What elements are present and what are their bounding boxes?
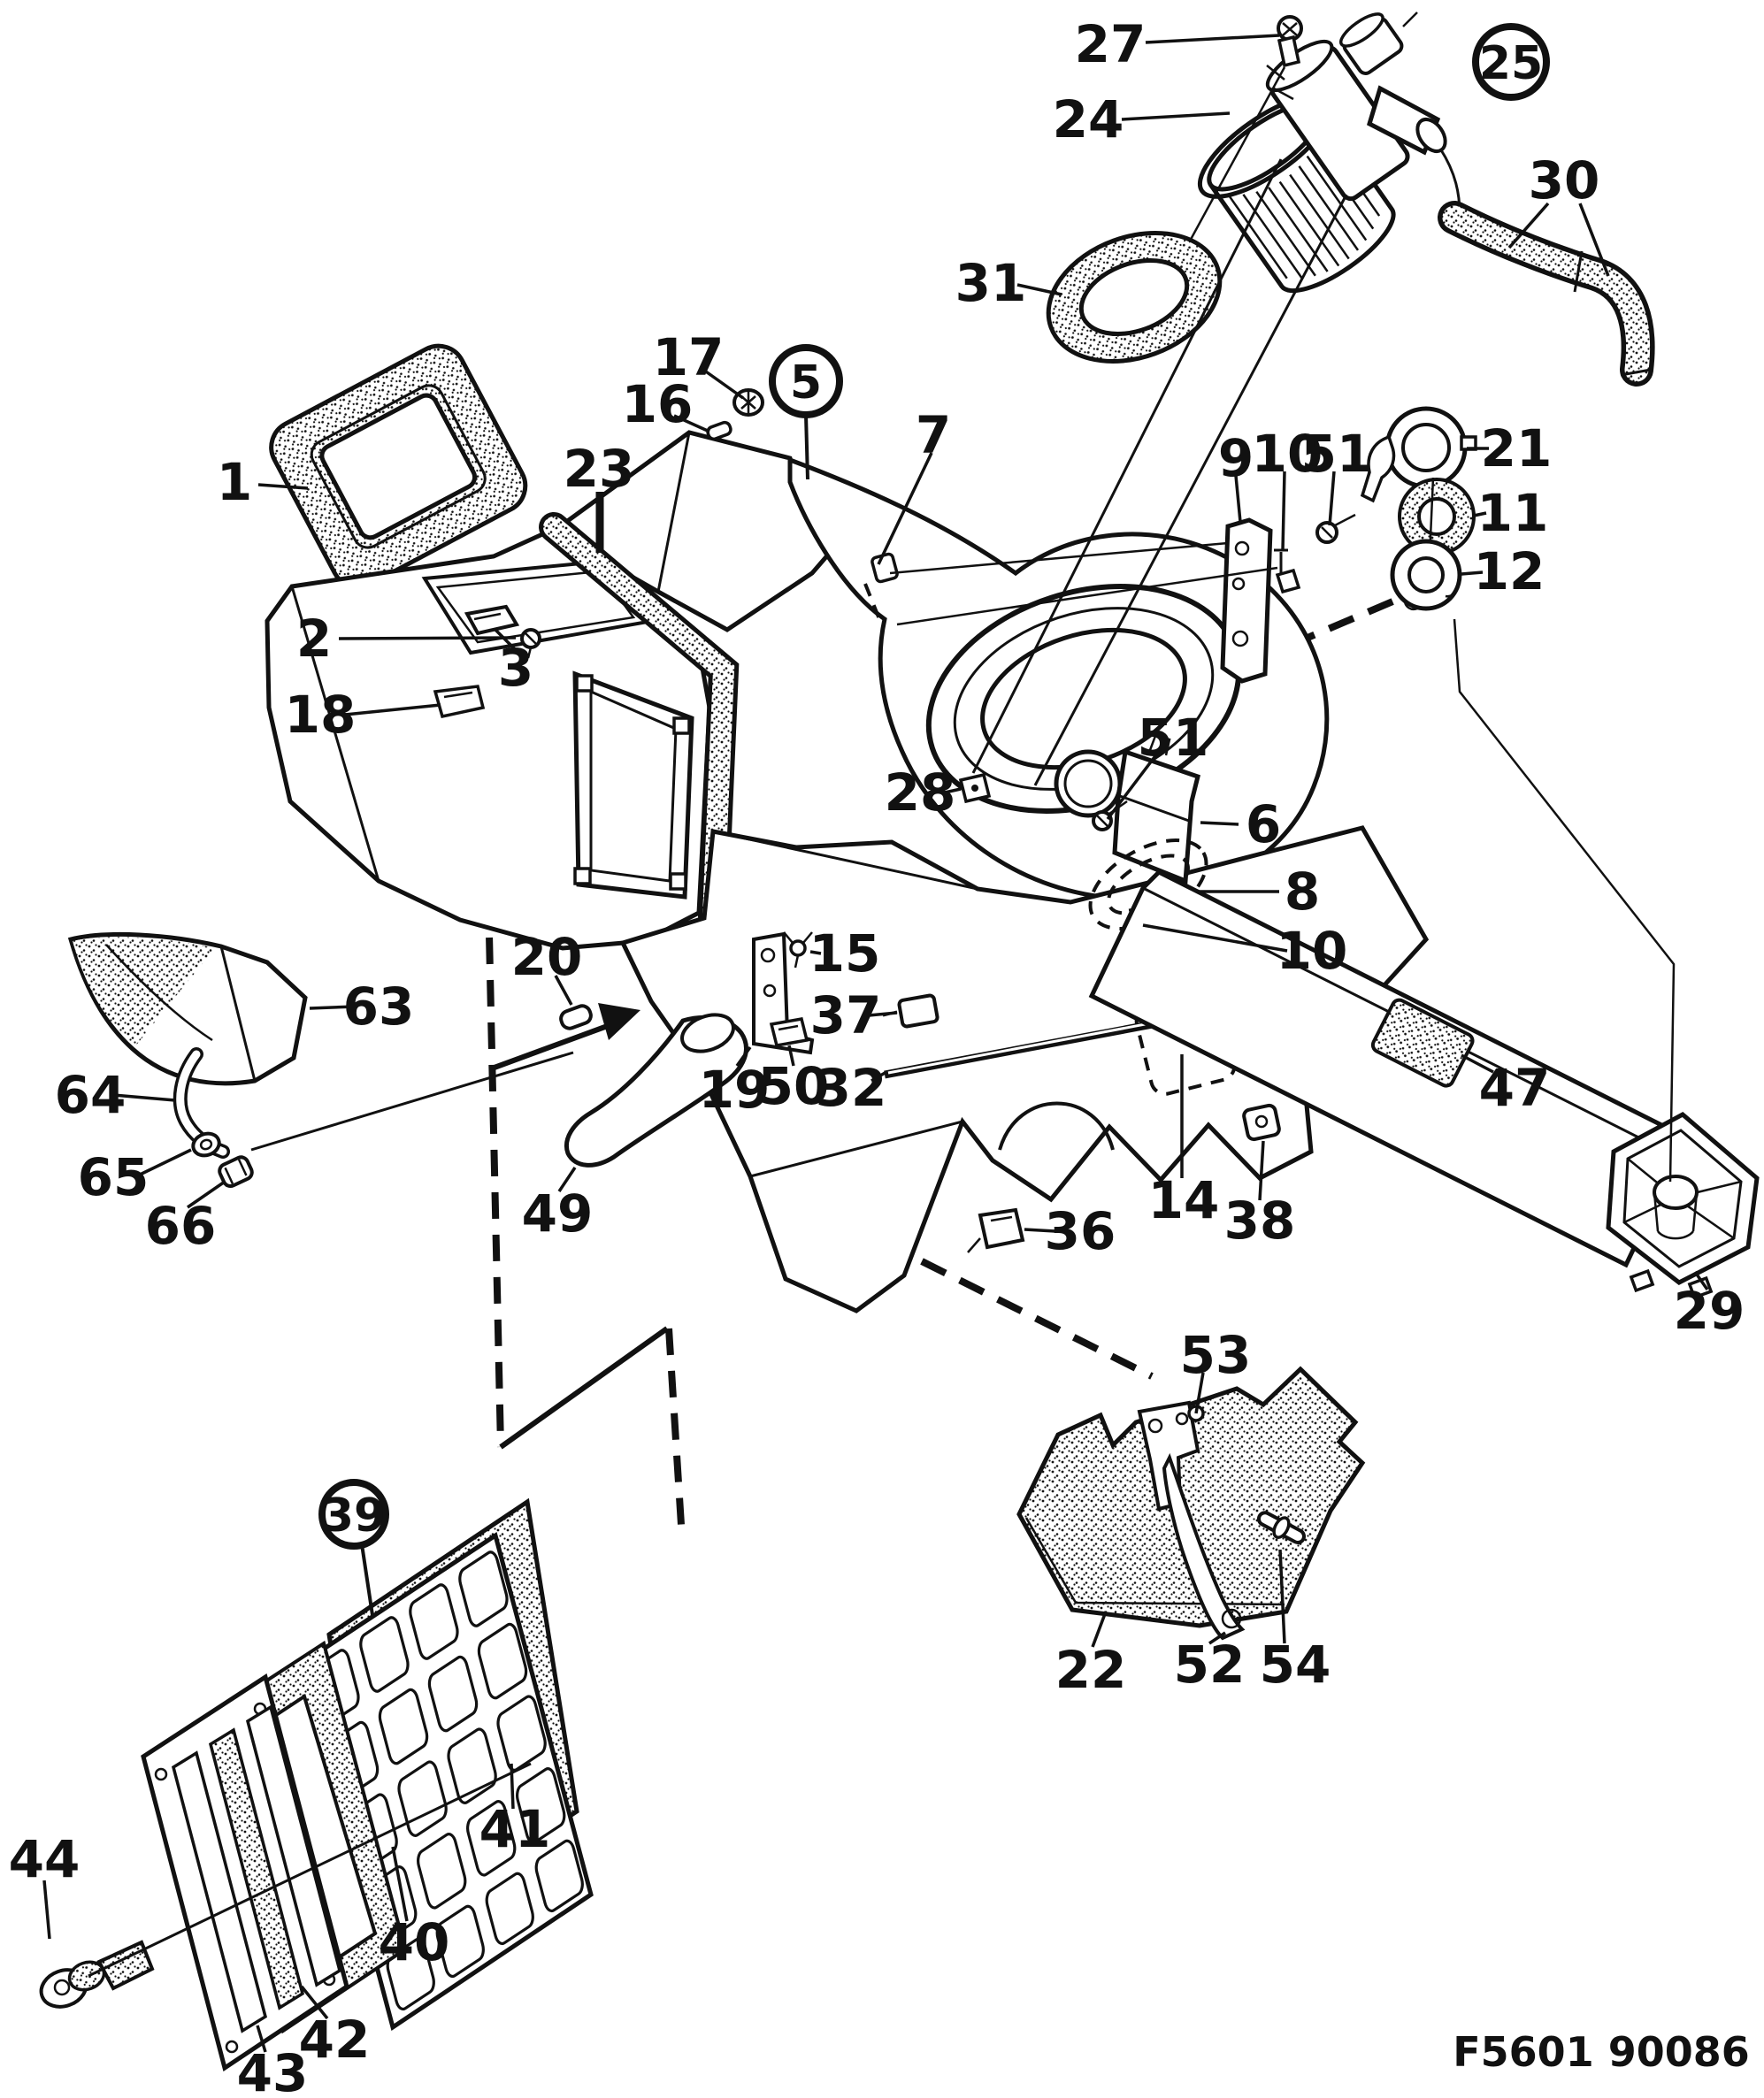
callout-41: 41 bbox=[479, 1799, 551, 1859]
part-clip-28 bbox=[958, 772, 992, 804]
part-intake-housing bbox=[265, 528, 712, 951]
callout-2: 2 bbox=[296, 609, 332, 669]
callout-19: 19 bbox=[699, 1060, 771, 1120]
axis-line-blower-2 bbox=[1033, 194, 1348, 786]
callout-1: 1 bbox=[217, 452, 252, 512]
leader-long-9 bbox=[889, 541, 1229, 575]
callout-53: 53 bbox=[1180, 1325, 1252, 1385]
part-foam-47 bbox=[1370, 998, 1475, 1088]
callout-63: 63 bbox=[343, 976, 415, 1037]
part-motor bbox=[1265, 11, 1461, 215]
callout-20: 20 bbox=[511, 927, 583, 987]
callout-38: 38 bbox=[1224, 1191, 1296, 1251]
callout-30: 30 bbox=[1529, 150, 1600, 211]
callout-6: 6 bbox=[1246, 794, 1281, 854]
part-foam-ring-11 bbox=[1398, 477, 1476, 558]
callout-10b: 10 bbox=[1277, 921, 1348, 981]
callout-15: 15 bbox=[809, 923, 881, 984]
part-screw-2 bbox=[520, 628, 541, 659]
callout-32: 32 bbox=[816, 1058, 887, 1118]
part-flap-latch-3 bbox=[464, 604, 520, 636]
callout-65: 65 bbox=[78, 1147, 150, 1207]
circled-ref-39: 39 bbox=[318, 1479, 389, 1550]
part-clip-38 bbox=[1242, 1103, 1281, 1142]
part-screw-27 bbox=[1175, 15, 1303, 266]
callout-7: 7 bbox=[916, 405, 951, 465]
callout-21: 21 bbox=[1481, 418, 1553, 479]
axis-line-blower-1 bbox=[971, 158, 1283, 774]
callout-51b: 51 bbox=[1138, 708, 1209, 768]
part-foam-elbow-49 bbox=[564, 1013, 748, 1168]
figure-code: F5601 90086 bbox=[1453, 2028, 1750, 2076]
leader-long-10 bbox=[896, 566, 1278, 626]
callout-10a: 10 bbox=[1252, 424, 1323, 484]
leader-lines bbox=[42, 34, 1709, 2053]
callout-64: 64 bbox=[55, 1065, 127, 1125]
callout-47: 47 bbox=[1479, 1058, 1551, 1118]
callout-24: 24 bbox=[1053, 89, 1124, 149]
part-wing-screw-15 bbox=[783, 931, 813, 969]
callout-36: 36 bbox=[1045, 1201, 1116, 1261]
part-pin-20 bbox=[559, 1004, 593, 1030]
callout-22: 22 bbox=[1055, 1640, 1127, 1700]
callout-29: 29 bbox=[1674, 1281, 1745, 1341]
part-screw-51a bbox=[1315, 513, 1356, 544]
callout-8: 8 bbox=[1285, 861, 1320, 922]
part-clip-50 bbox=[769, 1016, 809, 1048]
callout-43: 43 bbox=[237, 2043, 309, 2098]
part-pin-54 bbox=[1256, 1511, 1307, 1544]
part-hose-30 bbox=[1438, 201, 1655, 387]
axis-line-44 bbox=[88, 1762, 532, 1978]
axis-line-64 bbox=[250, 1051, 574, 1152]
part-arm-52 bbox=[1162, 1452, 1246, 1641]
part-seal-ring-31 bbox=[1046, 231, 1223, 364]
callout-23: 23 bbox=[564, 439, 635, 499]
callout-54: 54 bbox=[1260, 1635, 1331, 1695]
part-bracket-29 bbox=[1606, 1111, 1760, 1300]
callout-44: 44 bbox=[9, 1829, 81, 1889]
callout-66: 66 bbox=[145, 1196, 217, 1256]
callout-18: 18 bbox=[285, 685, 357, 745]
callout-14: 14 bbox=[1148, 1170, 1220, 1230]
part-intake-gasket bbox=[269, 343, 528, 590]
callout-52: 52 bbox=[1174, 1635, 1246, 1695]
part-washer-12 bbox=[1390, 539, 1462, 611]
part-grille-43 bbox=[141, 1673, 349, 2072]
callout-28: 28 bbox=[885, 762, 956, 823]
callout-9: 9 bbox=[1218, 428, 1254, 488]
circled-ref-5-text: 5 bbox=[790, 356, 822, 410]
part-clip-36 bbox=[967, 1207, 1025, 1253]
callout-49: 49 bbox=[522, 1183, 594, 1244]
part-l-bracket-19 bbox=[752, 931, 815, 1055]
callout-12: 12 bbox=[1474, 541, 1545, 601]
part-deflector-63 bbox=[67, 931, 308, 1086]
callout-51a: 51 bbox=[1301, 424, 1373, 484]
callout-3: 3 bbox=[498, 638, 533, 698]
callout-42: 42 bbox=[299, 2010, 371, 2070]
part-stud-10a bbox=[1274, 548, 1301, 594]
insert-direction-arrow bbox=[490, 1003, 640, 1071]
callout-27: 27 bbox=[1075, 14, 1147, 74]
callout-50: 50 bbox=[758, 1056, 830, 1116]
part-clip-18 bbox=[433, 685, 486, 719]
callout-37: 37 bbox=[810, 985, 882, 1045]
part-grommet-65 bbox=[191, 1131, 221, 1158]
dashed-guide-lines bbox=[485, 584, 1428, 1526]
callout-17: 17 bbox=[653, 327, 725, 387]
part-ring-21 bbox=[1360, 406, 1477, 503]
circled-ref-25-text: 25 bbox=[1479, 37, 1543, 90]
part-pin-16 bbox=[706, 420, 732, 441]
callout-31: 31 bbox=[955, 253, 1027, 313]
circled-ref-5: 5 bbox=[769, 344, 843, 418]
part-cap-66 bbox=[218, 1155, 254, 1189]
callout-40: 40 bbox=[379, 1912, 450, 1972]
circled-ref-25: 25 bbox=[1472, 23, 1550, 101]
circled-ref-39-text: 39 bbox=[322, 1489, 386, 1543]
callout-16: 16 bbox=[622, 374, 694, 434]
part-filter-grid-40 bbox=[297, 1535, 591, 2027]
axis-line-rings bbox=[1453, 618, 1676, 1183]
callout-11: 11 bbox=[1477, 483, 1549, 543]
part-bracket-9 bbox=[1220, 517, 1273, 684]
